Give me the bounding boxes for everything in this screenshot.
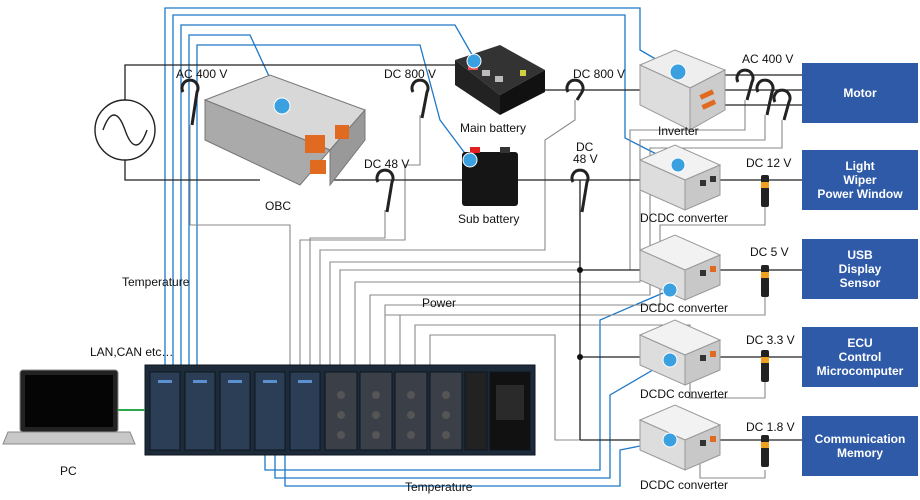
voltage-probes (761, 175, 769, 467)
temperature-wires (164, 7, 679, 487)
inverter-device (638, 49, 727, 131)
data-logger-icon (144, 364, 536, 456)
clamp-probe-icon (375, 168, 395, 213)
voltage-probe-icon (761, 350, 769, 382)
load-ecu-line-3: Microcomputer (816, 364, 904, 378)
clamp-probe-icon (565, 78, 585, 101)
load-usb-line-2: Display (838, 262, 882, 276)
junction-dots (577, 267, 583, 360)
label-sub-battery: Sub battery (458, 212, 520, 226)
load-ecu-line-2: Control (838, 350, 882, 364)
label-power: Power (422, 296, 457, 310)
label-dc800-left: DC 800 V (384, 67, 437, 81)
label-dc800-right: DC 800 V (573, 67, 626, 81)
label-48v-mid: 48 V (573, 152, 598, 166)
label-ac400-right: AC 400 V (742, 52, 794, 66)
voltage-probe-icon (761, 265, 769, 297)
label-dcdc-1: DCDC converter (640, 211, 729, 225)
label-ac400-left: AC 400 V (176, 67, 228, 81)
load-light-line-2: Wiper (843, 173, 877, 187)
load-comm-line-2: Memory (836, 446, 883, 460)
clamp-probe-icon (410, 78, 430, 119)
voltage-probe-icon (761, 435, 769, 467)
label-dcdc-4: DCDC converter (640, 478, 729, 492)
label-dc12: DC 12 V (746, 156, 792, 170)
label-temperature-top: Temperature (122, 275, 190, 289)
dcdc-converter-4 (638, 404, 722, 471)
load-box-motor: Motor (802, 63, 918, 123)
load-comm-line-1: Communication (814, 432, 906, 446)
load-light-line-1: Light (845, 159, 875, 173)
sub-battery-device (462, 147, 518, 206)
dcdc-converter-1 (638, 144, 722, 211)
label-dcdc-3: DCDC converter (640, 387, 729, 401)
load-box-light: Light Wiper Power Window (802, 150, 918, 210)
clamp-probe-icon (735, 68, 755, 101)
obc-device (203, 74, 366, 187)
clamp-probes (180, 68, 792, 213)
label-dc18: DC 1.8 V (746, 420, 795, 434)
label-inverter: Inverter (658, 124, 699, 138)
dcdc-converter-2 (638, 234, 722, 301)
load-motor-line-1: Motor (843, 86, 877, 100)
clamp-probe-icon (180, 78, 200, 126)
label-dc48-left: DC 48 V (364, 157, 410, 171)
dcdc-converter-3 (638, 319, 722, 386)
main-battery-device (455, 45, 545, 115)
ac-sine-source-icon (94, 99, 156, 161)
label-main-battery: Main battery (460, 121, 527, 135)
label-dc33: DC 3.3 V (746, 333, 795, 347)
load-box-comm: Communication Memory (802, 416, 918, 476)
voltage-probe-icon (761, 175, 769, 207)
clamp-probe-icon (570, 168, 590, 213)
label-pc: PC (60, 464, 77, 478)
label-obc: OBC (265, 199, 292, 213)
load-ecu-line-1: ECU (847, 336, 873, 350)
load-usb-line-1: USB (847, 248, 873, 262)
clamp-probe-icon (772, 88, 792, 121)
load-usb-line-3: Sensor (839, 276, 881, 290)
load-box-usb: USB Display Sensor (802, 239, 918, 299)
power-lines (124, 64, 802, 441)
load-light-line-3: Power Window (817, 187, 903, 201)
label-dcdc-2: DCDC converter (640, 301, 729, 315)
load-box-ecu: ECU Control Microcomputer (802, 327, 918, 387)
label-dc5: DC 5 V (750, 245, 789, 259)
label-dc-mid: DC (576, 140, 594, 154)
label-temperature-bottom: Temperature (405, 480, 473, 494)
clamp-probe-icon (755, 78, 775, 116)
label-lan-can: LAN,CAN etc… (90, 345, 174, 359)
laptop-icon (2, 369, 136, 445)
